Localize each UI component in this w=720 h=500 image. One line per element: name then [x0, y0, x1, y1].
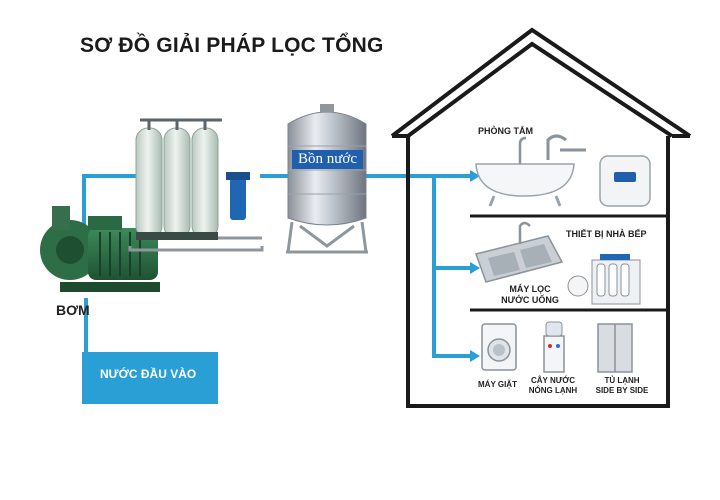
bathroom-label: PHÒNG TẮM	[478, 126, 533, 136]
fridge-label-line2: SIDE BY SIDE	[595, 386, 649, 395]
inlet-box	[82, 352, 218, 404]
fridge-label-line1: TỦ LẠNH	[604, 376, 640, 385]
pump-label: BƠM	[56, 302, 90, 318]
pipe-network	[82, 174, 472, 358]
pipe-arrows	[470, 170, 480, 362]
fridge-label: TỦ LẠNH SIDE BY SIDE	[592, 376, 652, 396]
water-heater-icon	[599, 155, 651, 207]
filter-system	[128, 118, 264, 252]
arrow-kitchen	[470, 262, 480, 274]
water-cooler-label-line1: CÂY NƯỚC	[531, 376, 575, 385]
house	[390, 27, 692, 408]
bathtub-icon	[475, 136, 575, 207]
house-roof-inner	[406, 41, 674, 138]
fridge-icon	[597, 323, 633, 373]
water-tank	[286, 104, 368, 254]
arrow-laundry	[470, 350, 480, 362]
washing-machine-icon	[481, 323, 517, 371]
pump	[40, 206, 160, 292]
filter-column-1	[135, 127, 163, 239]
filter-column-2	[163, 127, 191, 239]
ro-filter-label-line1: MÁY LỌC	[509, 284, 551, 294]
faucet-icon	[546, 134, 586, 160]
ro-filter-icon	[567, 254, 641, 305]
water-cooler-label-line2: NÓNG LẠNH	[528, 386, 578, 395]
cartridge-filter	[230, 178, 246, 220]
pipe-pump-to-filter	[82, 174, 142, 234]
kitchen-label: THIẾT BỊ NHÀ BẾP	[566, 229, 647, 239]
ro-filter-label: MÁY LỌC NƯỚC UỐNG	[500, 284, 560, 306]
kitchen-sink-icon	[475, 221, 564, 283]
diagram-title: SƠ ĐỒ GIẢI PHÁP LỌC TỔNG	[80, 34, 384, 57]
inlet-label: NƯỚC ĐẦU VÀO	[100, 367, 197, 381]
tank-label: Bồn nước	[292, 150, 363, 169]
filter-column-3	[191, 127, 219, 239]
water-cooler-label: CÂY NƯỚC NÓNG LẠNH	[527, 376, 579, 396]
arrow-bathroom	[470, 170, 480, 182]
ro-filter-label-line2: NƯỚC UỐNG	[501, 295, 559, 305]
water-cooler-icon	[543, 321, 565, 373]
house-walls	[406, 136, 670, 408]
washer-label: MÁY GIẶT	[478, 380, 517, 389]
house-roof-outer	[390, 27, 692, 138]
